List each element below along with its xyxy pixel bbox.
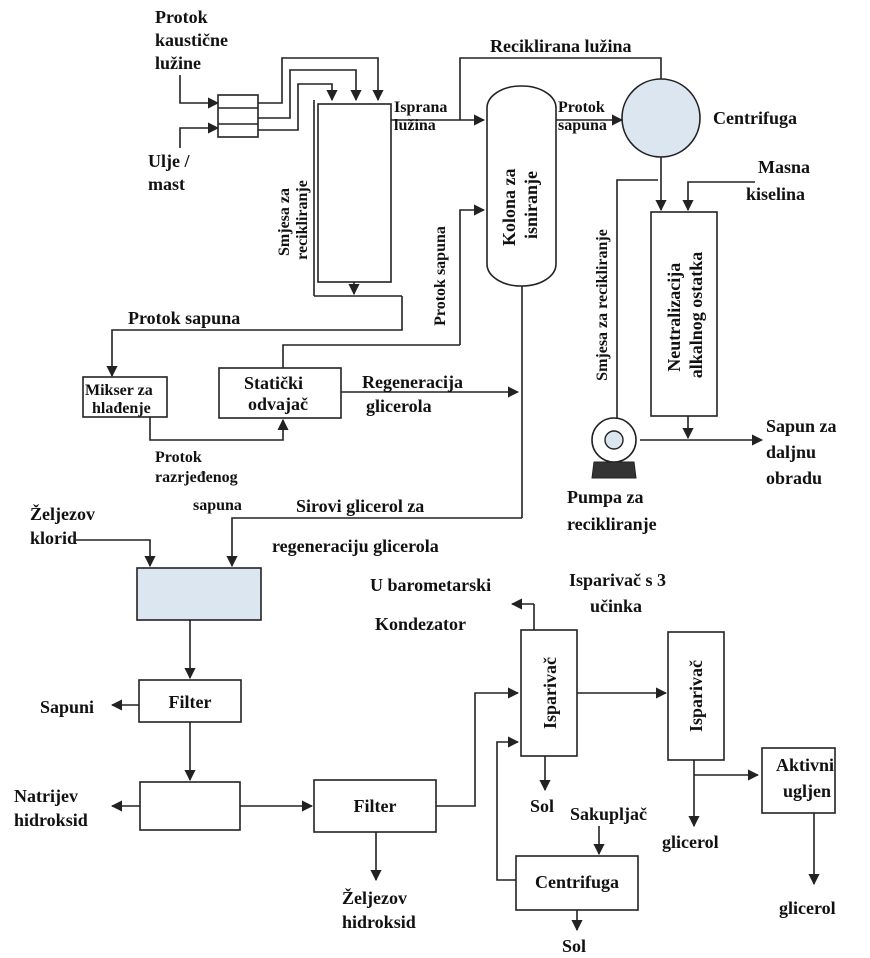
ferric-hydroxide-label-2: hidroksid — [342, 912, 416, 932]
three-effect-label-2: učinka — [590, 596, 642, 616]
mixer-label-1: Mikser za — [85, 382, 153, 399]
diluted-soap-label-3: sapuna — [193, 497, 242, 514]
oil-feed-line — [179, 122, 220, 148]
svg-text:Smjesa za recikliranje: Smjesa za recikliranje — [276, 180, 311, 260]
ferric-chloride-line — [76, 539, 156, 568]
neutralization-box-2 — [139, 781, 241, 831]
soap-output-label-2: daljnu — [766, 442, 816, 462]
oil-label-2: mast — [148, 174, 185, 194]
saponification-reactor — [317, 103, 392, 283]
crude-glycerol-line — [226, 517, 522, 568]
static-to-column-line — [282, 344, 460, 368]
fatty-acid-line — [682, 181, 755, 212]
crude-glycerol-label-1: Sirovi glicerol za — [296, 496, 424, 516]
oil-label-1: Ulje / — [148, 151, 190, 171]
sodium-hydroxide-label-1: Natrijev — [14, 786, 78, 806]
diluted-soap-label-1: Protok — [155, 449, 202, 466]
cooling-mixer — [82, 376, 168, 418]
reactor-recycle-label-2: recikliranje — [294, 180, 311, 260]
soap-flow-mid-label: Protok sapuna — [128, 308, 240, 328]
reactor-feed-line-1 — [258, 57, 384, 104]
barometric-label: U barometarski — [370, 575, 491, 595]
washed-lye-label-1: Isprana — [394, 99, 447, 116]
evaporator-2-label: Isparivač — [686, 660, 706, 732]
recycled-lye-label: Reciklirana lužina — [490, 36, 632, 56]
neutralization-label-1: Neutralizacija — [664, 263, 684, 372]
fatty-acid-label-1: Masna — [758, 157, 810, 177]
carbon-label-2: ugljen — [783, 781, 831, 801]
reactor-feed-line-2 — [258, 69, 362, 119]
svg-text:Neutralizacija alkalnog os: Neutralizacija alkalnog ostatka — [664, 252, 706, 379]
ferric-chloride-label-1: Željezov — [30, 503, 95, 524]
soap-flow-top-label-2: sapuna — [558, 117, 607, 134]
pump-recycle-label: Smjesa za recikliranje — [594, 229, 611, 381]
centrifuge-top — [621, 78, 701, 158]
diluted-soap-line — [149, 417, 289, 441]
pump-label-1: Pumpa za — [567, 487, 644, 507]
washed-lye-label-2: lužina — [394, 117, 436, 134]
ferric-hydroxide-label-1: Željezov — [342, 887, 407, 908]
soap-flow-vertical-label: Protok sapuna — [432, 226, 449, 326]
neutralization-tank — [650, 211, 718, 417]
centrifuge-top-label: Centrifuga — [713, 108, 797, 128]
ferric-chloride-label-2: klorid — [30, 528, 77, 548]
column-label-1: Kolona za — [499, 168, 519, 246]
recirculation-pump — [591, 417, 637, 479]
static-separator — [218, 367, 342, 419]
mixer-label-2: hlađenje — [92, 400, 151, 417]
reactor-recycle-label-1: Smjesa za — [276, 188, 293, 256]
soap-output-label-3: obradu — [766, 468, 822, 488]
crude-glycerol-label-2: regeneraciju glicerola — [272, 536, 439, 556]
pump-label-2: recikliranje — [567, 514, 657, 534]
carbon-label-1: Aktivni — [776, 755, 834, 775]
soap-output-label-1: Sapun za — [766, 416, 837, 436]
pump-recycle-line — [616, 179, 658, 425]
caustic-feed-line — [179, 75, 220, 109]
centrifuge-bottom — [515, 855, 639, 911]
filter-1-label: Filter — [169, 692, 212, 712]
activated-carbon — [761, 747, 836, 814]
neutralization-label-2: alkalnog ostatka — [686, 252, 706, 379]
evaporator-2 — [667, 631, 725, 761]
caustic-label-3: lužine — [155, 53, 201, 73]
feed-mixer-box — [217, 94, 259, 138]
salt-2-label: Sol — [562, 936, 586, 956]
static-separator-label-2: odvajač — [248, 394, 308, 414]
soap-flow-line-mid — [200, 296, 403, 331]
evaporator-1-label: Isparivač — [540, 657, 560, 729]
glycerol-regen-label-2: glicerola — [366, 396, 432, 416]
filter2-to-evaporator-line — [436, 687, 520, 807]
recycled-lye-line — [459, 57, 662, 120]
soap-flow-vertical-line — [459, 204, 486, 345]
soaps-label: Sapuni — [40, 697, 94, 717]
filter-2-label: Filter — [354, 796, 397, 816]
centrifuge-bottom-label: Centrifuga — [535, 872, 619, 892]
condenser-label: Kondezator — [375, 614, 466, 634]
treatment-tank — [136, 567, 262, 621]
soap-flow-top-label-1: Protok — [558, 99, 605, 116]
collector-label: Sakupljač — [570, 804, 647, 824]
sodium-hydroxide-label-2: hidroksid — [14, 810, 88, 830]
column-label-2: isniranje — [521, 171, 541, 239]
static-separator-label-1: Statički — [244, 373, 303, 393]
glycerol-regen-label-1: Regeneracija — [362, 372, 463, 392]
glycerol-1-label: glicerol — [662, 832, 719, 852]
glycerol-2-label: glicerol — [779, 898, 836, 918]
diluted-soap-label-2: razrjeđenog — [155, 469, 238, 486]
salt-1-label: Sol — [530, 796, 554, 816]
fatty-acid-label-2: kiselina — [746, 184, 805, 204]
centrifuge-recycle-line — [496, 736, 520, 881]
reactor-feed-line-3 — [258, 83, 338, 131]
caustic-label-2: kaustične — [155, 30, 228, 50]
svg-text:Kolona za isniranje: Kolona za isniranje — [499, 164, 541, 246]
caustic-label-1: Protok — [155, 7, 208, 27]
three-effect-label-1: Isparivač s 3 — [569, 570, 666, 590]
